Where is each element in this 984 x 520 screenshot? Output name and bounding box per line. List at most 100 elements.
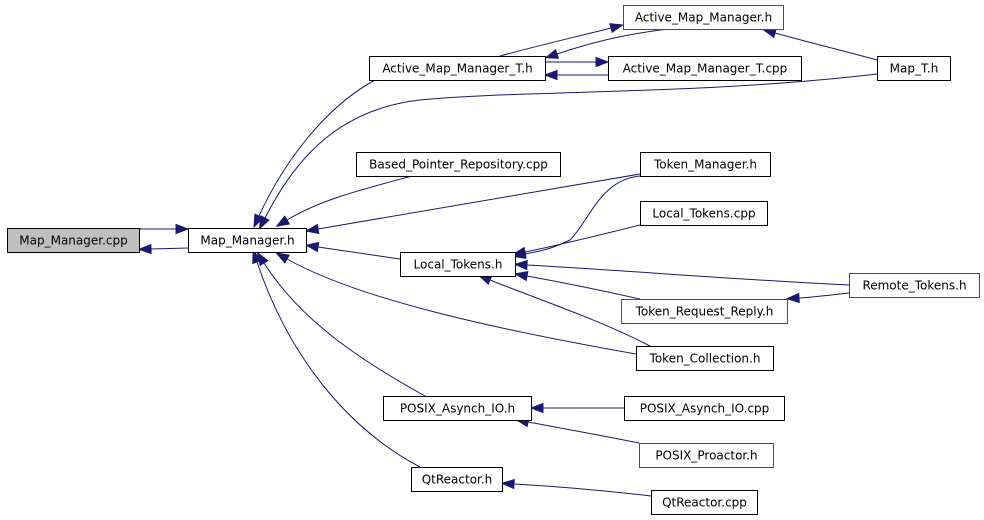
node-box[interactable] [188,228,307,253]
node-box[interactable] [849,273,980,298]
arrowhead-icon [511,246,527,258]
edge-token-request-reply-h-to-local-tokens-h [513,270,641,300]
edge-remote-tokens-h-to-local-tokens-h [513,259,850,286]
arrowhead-icon [609,23,624,34]
node-label: Token_Manager.h [653,158,757,172]
node-box[interactable] [383,396,532,421]
edge-map-t-h-to-active-map-manager-h [762,28,878,61]
node-box[interactable] [369,56,546,81]
node-box[interactable] [639,443,774,468]
edge-line [524,224,641,253]
edge-token-manager-h-to-map-manager-h [304,173,641,235]
edge-based-pointer-repository-cpp-to-map-manager-h [275,175,413,227]
node-box[interactable] [621,299,788,324]
node-local-tokens-h[interactable]: Local_Tokens.h [400,252,516,277]
edge-token-manager-h-to-local-tokens-h [511,175,641,260]
arrowhead-icon [304,241,320,253]
node-box[interactable] [608,56,802,81]
arrowhead-icon [275,252,290,264]
arrowhead-icon [275,215,291,227]
edge-local-tokens-h-to-map-manager-h [304,241,401,260]
edge-map-t-h-to-map-manager-h [258,73,878,230]
node-active-map-manager-t-cpp[interactable]: Active_Map_Manager_T.cpp [608,56,802,81]
node-qtreactor-cpp[interactable]: QtReactor.cpp [651,490,758,515]
node-box[interactable] [356,152,561,177]
node-based-pointer-repository-cpp[interactable]: Based_Pointer_Repository.cpp [356,152,561,177]
edge-line [286,258,637,355]
node-box[interactable] [877,56,951,81]
arrowhead-icon [175,223,190,235]
node-label: Based_Pointer_Repository.cpp [369,158,548,172]
node-box[interactable] [651,490,758,515]
node-remote-tokens-h[interactable]: Remote_Tokens.h [849,273,980,298]
node-token-request-reply-h[interactable]: Token_Request_Reply.h [621,299,788,324]
node-box[interactable] [400,252,516,277]
edge-remote-tokens-h-to-token-request-reply-h [785,292,850,304]
node-label: Map_Manager.h [200,234,294,248]
arrowhead-icon [513,270,529,282]
arrowhead-icon [258,215,270,230]
node-local-tokens-cpp[interactable]: Local_Tokens.cpp [640,201,768,226]
edge-line [527,421,640,444]
node-posix-asynch-io-cpp[interactable]: POSIX_Asynch_IO.cpp [624,396,785,421]
arrowhead-icon [595,56,610,68]
edge-line [774,32,878,61]
arrowhead-icon [500,478,515,490]
node-box[interactable] [411,467,503,492]
edge-local-tokens-cpp-to-local-tokens-h [511,224,641,258]
node-qtreactor-h[interactable]: QtReactor.h [411,467,503,492]
node-box[interactable] [624,396,785,421]
node-box[interactable] [640,201,768,226]
node-box[interactable] [636,346,774,371]
node-label: Map_Manager.cpp [19,234,127,248]
node-active-map-manager-h[interactable]: Active_Map_Manager.h [623,5,784,30]
node-box[interactable] [640,152,771,177]
arrowhead-icon [137,243,152,255]
edge-posix-proactor-h-to-posix-asynch-io-h [514,416,640,444]
edge-map-manager-cpp-to-map-manager-h [139,223,190,235]
node-label: POSIX_Asynch_IO.cpp [640,402,770,416]
edge-line [556,28,669,55]
edge-active-map-manager-t-h-to-active-map-manager-t-cpp [545,56,610,68]
edge-token-collection-h-to-map-manager-h [275,252,637,355]
edge-line [258,79,376,217]
node-box[interactable] [623,5,784,30]
node-label: Active_Map_Manager_T.h [382,62,532,76]
nodes-layer: Map_Manager.cpp Map_Manager.h Active_Map_M… [7,5,980,515]
node-map-manager-h[interactable]: Map_Manager.h [188,228,307,253]
edge-posix-asynch-io-h-to-map-manager-h [256,251,426,397]
arrowhead-icon [529,402,544,414]
arrowhead-icon [252,249,263,265]
node-label: POSIX_Proactor.h [655,449,757,463]
node-posix-proactor-h[interactable]: POSIX_Proactor.h [639,443,774,468]
node-map-manager-cpp[interactable]: Map_Manager.cpp [7,228,140,253]
edge-line [798,292,850,299]
node-active-map-manager-t-h[interactable]: Active_Map_Manager_T.h [369,56,546,81]
edge-line [263,262,426,397]
node-label: Token_Request_Reply.h [635,305,774,319]
edge-active-map-manager-t-h-to-active-map-manager-h [499,23,624,57]
edge-line [317,173,641,230]
node-posix-asynch-io-h[interactable]: POSIX_Asynch_IO.h [383,396,532,421]
node-label: Active_Map_Manager.h [635,11,772,25]
node-label: POSIX_Asynch_IO.h [400,402,515,416]
arrowhead-icon [785,292,800,304]
arrowhead-icon [513,259,528,271]
node-label: Token_Collection.h [649,352,761,366]
edge-line [286,175,413,221]
node-label: Remote_Tokens.h [862,279,966,293]
node-box[interactable] [7,228,140,253]
node-label: QtReactor.cpp [662,496,747,510]
edge-line [513,483,652,497]
edge-active-map-manager-t-cpp-to-active-map-manager-t-h [543,69,608,81]
node-token-manager-h[interactable]: Token_Manager.h [640,152,771,177]
node-map-t-h[interactable]: Map_T.h [877,56,951,81]
edge-line [264,73,878,219]
edge-line [256,261,421,468]
node-token-collection-h[interactable]: Token_Collection.h [636,346,774,371]
edge-line [150,247,189,250]
edge-line [526,264,850,286]
node-label: Local_Tokens.h [414,258,503,272]
edge-line [499,27,612,57]
